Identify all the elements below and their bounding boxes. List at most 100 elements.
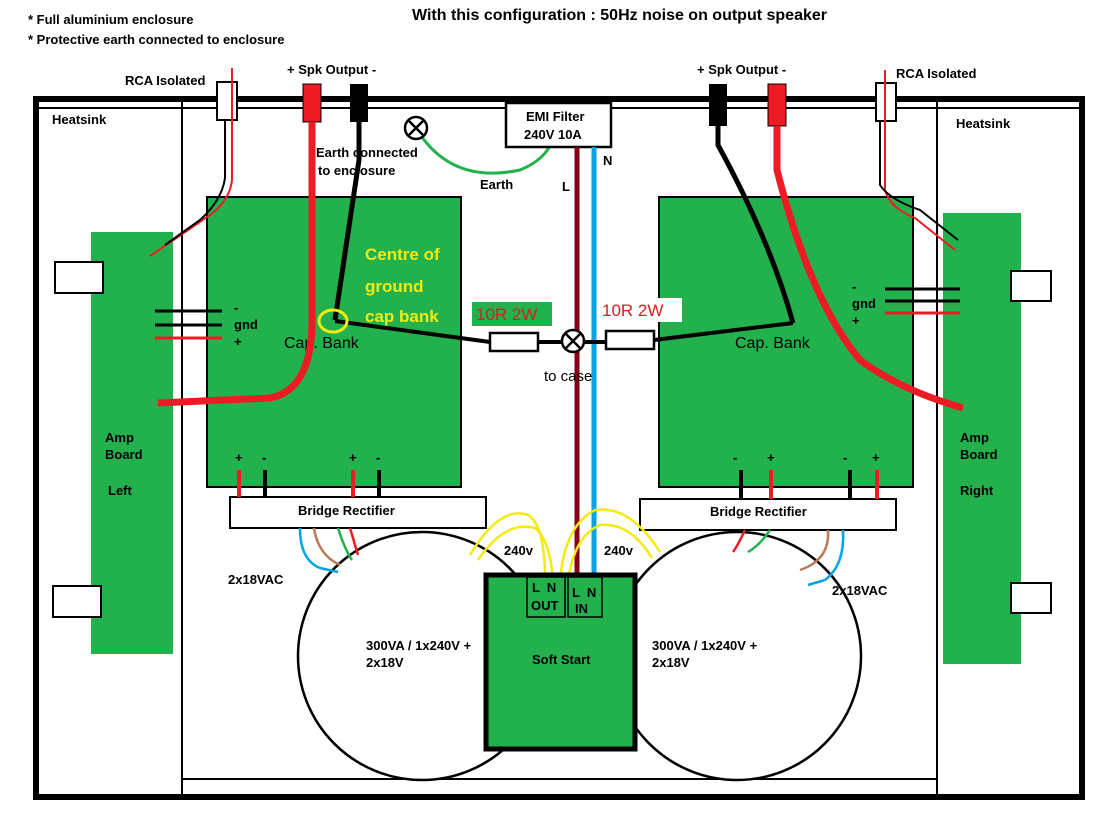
earth-note-line-1: Earth connected <box>316 145 418 160</box>
right-amp-mount-top <box>1010 270 1052 302</box>
left-spk-label: + Spk Output - <box>287 62 376 77</box>
soft-start-out-pins: L N <box>532 580 556 595</box>
left-bridge-sign-1: + <box>235 450 243 465</box>
left-spk-red-wire <box>157 122 316 407</box>
right-spk-black-wire <box>715 126 796 324</box>
left-resistor <box>488 331 540 353</box>
right-spk-red-wire <box>773 126 964 412</box>
ground-centre-highlight <box>317 308 349 334</box>
left-cap-sign-minus: - <box>234 300 238 315</box>
right-spk-label: + Spk Output - <box>697 62 786 77</box>
soft-start-in-terminal <box>567 576 603 618</box>
right-transformer-label-2: 2x18V <box>652 655 690 670</box>
emi-filter-label-2: 240V 10A <box>524 127 582 142</box>
right-amp-label-1: Amp <box>960 430 989 445</box>
left-amp-mount-bottom <box>52 585 102 618</box>
left-cap-bank-label: Cap. Bank <box>284 335 360 352</box>
right-amp-rail-connector <box>885 287 960 315</box>
right-ground-link <box>653 321 794 342</box>
left-cap-sign-plus: + <box>234 334 242 349</box>
right-bridge-sign-4: + <box>872 450 880 465</box>
left-resistor-label: 10R 2W <box>476 305 537 324</box>
left-spk-minus-terminal <box>350 84 368 122</box>
left-heatsink-panel <box>35 98 183 798</box>
left-spk-plus-terminal <box>302 83 322 123</box>
left-transformer-label-1: 300VA / 1x240V + <box>366 638 472 653</box>
note-earth: * Protective earth connected to enclosur… <box>28 32 284 47</box>
right-cap-sign-minus: - <box>852 279 856 294</box>
earth-point-icon <box>403 115 429 141</box>
centre-note-line-1: Centre of <box>365 245 440 264</box>
right-cap-bank <box>658 196 914 488</box>
left-bridge-rectifier <box>229 496 487 529</box>
left-amp-board <box>91 232 173 654</box>
left-amp-label-1: Amp <box>105 430 134 445</box>
line-label: L <box>562 179 570 194</box>
right-bridge-sign-3: - <box>843 450 847 465</box>
case-ground-icon <box>560 328 586 354</box>
note-enclosure: * Full aluminium enclosure <box>28 12 193 27</box>
left-transformer-label-2: 2x18V <box>366 655 404 670</box>
left-amp-label-2: Board <box>105 447 143 462</box>
left-rca-signal-black <box>164 120 226 246</box>
right-cap-bank-label: Cap. Bank <box>735 335 811 352</box>
right-bridge-label: Bridge Rectifier <box>710 504 807 519</box>
right-resistor-label-bg <box>598 298 682 322</box>
left-bridge-label: Bridge Rectifier <box>298 503 395 518</box>
to-case-label: to case <box>544 368 592 385</box>
left-spk-black-wire <box>332 122 362 321</box>
right-bridge-sign-2: + <box>767 450 775 465</box>
left-amp-mount-top <box>54 261 104 294</box>
right-heatsink-panel <box>936 98 1083 798</box>
soft-start-out-label: OUT <box>531 598 559 613</box>
left-amp-rail-connector <box>155 309 222 340</box>
right-cap-sign-gnd: gnd <box>852 296 876 311</box>
right-transformer-label-1: 300VA / 1x240V + <box>652 638 758 653</box>
left-bridge-sign-2: - <box>262 450 266 465</box>
right-rca-label: RCA Isolated <box>896 66 976 81</box>
neutral-label: N <box>603 153 612 168</box>
left-resistor-label-bg <box>472 302 552 326</box>
earth-wire <box>414 127 555 175</box>
left-rca-jack <box>216 81 238 121</box>
soft-start-in-label: IN <box>575 601 588 616</box>
right-amp-mount-bottom <box>1010 582 1052 614</box>
left-bridge-sign-4: - <box>376 450 380 465</box>
right-resistor-label: 10R 2W <box>602 301 663 320</box>
left-rca-signal-red <box>149 68 233 257</box>
right-bridge-sign-1: - <box>733 450 737 465</box>
left-secondary-wires <box>298 527 360 574</box>
earth-note-line-2: to enclosure <box>318 163 395 178</box>
left-cap-sign-gnd: gnd <box>234 317 258 332</box>
left-240v-label: 240v <box>504 543 534 558</box>
right-spk-plus-terminal <box>767 83 787 127</box>
left-rca-label: RCA Isolated <box>125 73 205 88</box>
left-vac-label: 2x18VAC <box>228 572 284 587</box>
centre-note-line-2: ground <box>365 277 424 296</box>
right-rca-signal-black <box>879 121 959 241</box>
centre-note-line-3: cap bank <box>365 307 439 326</box>
right-secondary-wires <box>731 529 845 587</box>
right-240v-label: 240v <box>604 543 634 558</box>
emi-filter-label-1: EMI Filter <box>526 109 585 124</box>
primary-ac-wires <box>468 508 662 581</box>
right-transformer <box>611 530 863 782</box>
right-cap-sign-plus: + <box>852 313 860 328</box>
diagram-title: With this configuration : 50Hz noise on … <box>412 7 827 24</box>
right-amp-label-3: Right <box>960 483 994 498</box>
soft-start-out-terminal <box>526 576 566 618</box>
left-bridge-sign-3: + <box>349 450 357 465</box>
right-resistor <box>604 329 656 351</box>
soft-start-label: Soft Start <box>532 652 591 667</box>
left-cap-bank <box>206 196 462 488</box>
right-vac-label: 2x18VAC <box>832 583 888 598</box>
right-heatsink-label: Heatsink <box>956 116 1011 131</box>
emi-filter <box>504 101 613 149</box>
soft-start-in-pins: L N <box>572 585 596 600</box>
left-amp-label-3: Left <box>108 483 133 498</box>
earth-label: Earth <box>480 177 513 192</box>
right-spk-minus-terminal <box>709 84 727 126</box>
left-ground-link <box>334 319 491 344</box>
right-amp-label-2: Board <box>960 447 998 462</box>
